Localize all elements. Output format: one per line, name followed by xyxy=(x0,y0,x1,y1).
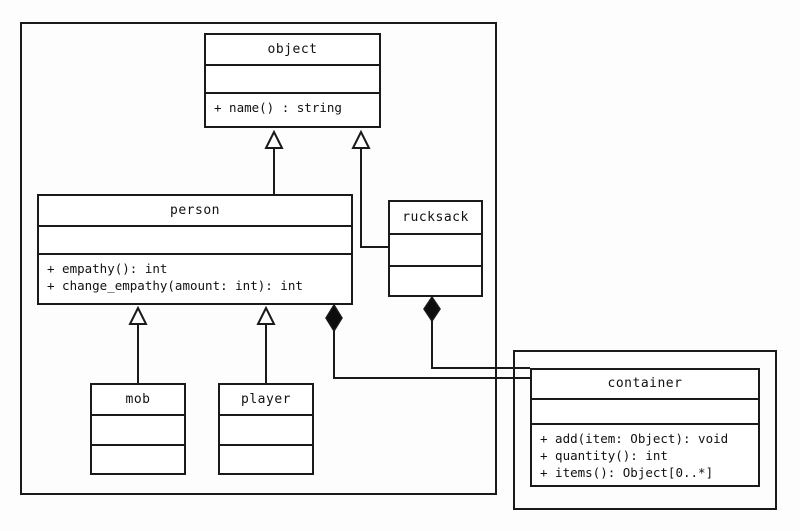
class-operations-object: + name() : string xyxy=(206,94,379,126)
class-attributes-player xyxy=(220,416,312,446)
operation-item: + name() : string xyxy=(214,100,342,115)
package-frame-left xyxy=(20,22,497,495)
class-operations-player xyxy=(220,446,312,473)
operation-item: + add(item: Object): void xyxy=(540,431,729,446)
class-operations-person: + empathy(): int + change_empathy(amount… xyxy=(39,255,351,303)
class-operations-mob xyxy=(92,446,184,473)
class-box-mob[interactable]: mob xyxy=(90,383,186,475)
class-box-player[interactable]: player xyxy=(218,383,314,475)
operation-item: + empathy(): int xyxy=(47,261,168,276)
class-box-person[interactable]: person + empathy(): int + change_empathy… xyxy=(37,194,353,305)
class-name-object: object xyxy=(206,35,379,66)
package-frame-right xyxy=(513,350,777,510)
class-name-rucksack: rucksack xyxy=(390,202,481,235)
class-box-rucksack[interactable]: rucksack xyxy=(388,200,483,297)
class-box-object[interactable]: object + name() : string xyxy=(204,33,381,128)
class-name-player: player xyxy=(220,385,312,416)
class-attributes-mob xyxy=(92,416,184,446)
operation-item: + change_empathy(amount: int): int xyxy=(47,278,303,293)
class-name-container: container xyxy=(532,370,758,400)
class-operations-container: + add(item: Object): void + quantity(): … xyxy=(532,425,758,485)
class-name-person: person xyxy=(39,196,351,227)
class-attributes-rucksack xyxy=(390,235,481,267)
class-name-mob: mob xyxy=(92,385,184,416)
operation-item: + quantity(): int xyxy=(540,448,668,463)
operation-item: + items(): Object[0..*] xyxy=(540,465,714,480)
class-attributes-container xyxy=(532,400,758,425)
class-box-container[interactable]: container + add(item: Object): void + qu… xyxy=(530,368,760,487)
class-attributes-person xyxy=(39,227,351,255)
class-attributes-object xyxy=(206,66,379,94)
class-operations-rucksack xyxy=(390,267,481,295)
